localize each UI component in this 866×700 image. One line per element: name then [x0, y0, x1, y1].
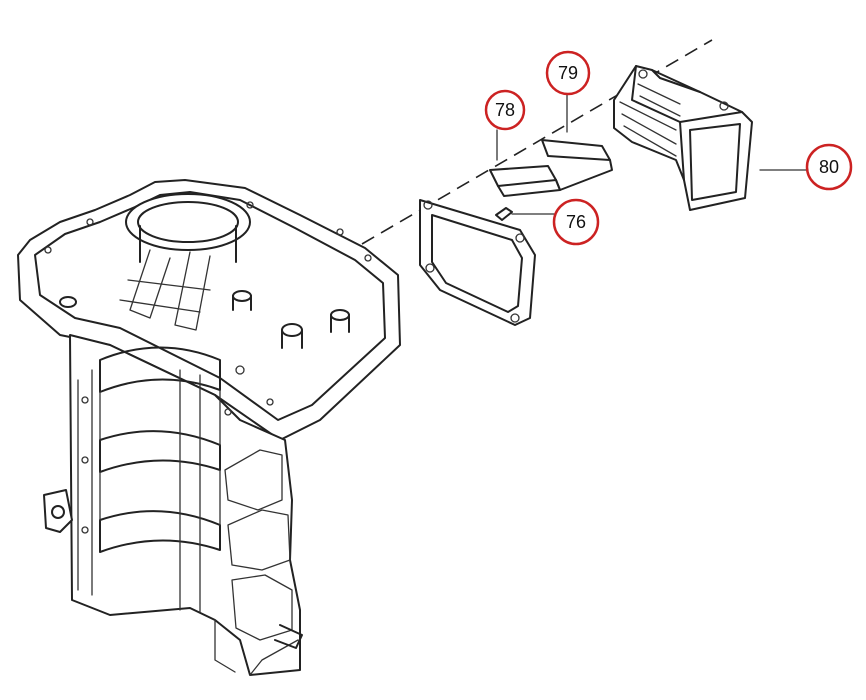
- callout-76-label: 76: [566, 212, 586, 232]
- callout-78-label: 78: [495, 100, 515, 120]
- crankcase-block: [17, 179, 401, 676]
- callout-78: 78: [484, 89, 526, 131]
- callout-80: 80: [805, 143, 853, 191]
- callout-79: 79: [545, 50, 591, 96]
- callout-76: 76: [552, 198, 600, 246]
- reed-gasket: [419, 199, 536, 326]
- reed-block-part: [613, 65, 753, 211]
- screw-part: [495, 207, 513, 221]
- callout-79-label: 79: [558, 63, 578, 83]
- reed-stop-part: [541, 94, 613, 191]
- callout-80-label: 80: [819, 157, 839, 177]
